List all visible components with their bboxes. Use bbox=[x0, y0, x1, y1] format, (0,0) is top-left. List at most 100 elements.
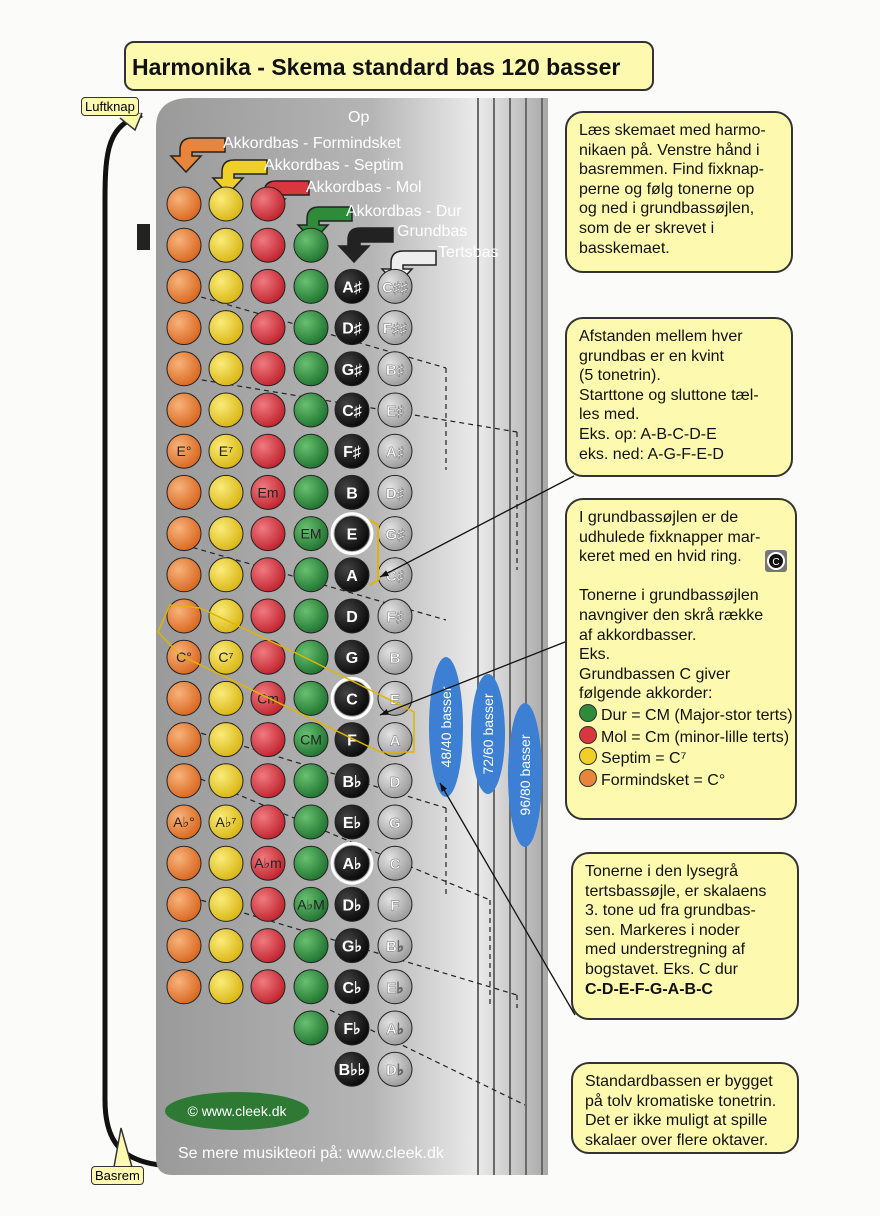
legend-dur: Dur = CM (Major-stor terts) bbox=[579, 703, 793, 726]
formindsket-arrow-icon bbox=[169, 137, 226, 174]
dur-button bbox=[293, 969, 329, 1005]
dur-button bbox=[293, 804, 329, 840]
basrem-pointer bbox=[113, 1127, 133, 1168]
tertsbas-note: D♯ bbox=[386, 485, 405, 502]
mol-button bbox=[250, 474, 286, 510]
septim-button bbox=[208, 433, 244, 469]
tertsbas-note: F bbox=[390, 897, 399, 914]
formindsket-dot-icon bbox=[579, 768, 597, 787]
legend-text: Formindsket = C° bbox=[601, 771, 726, 789]
callout-line: Det er ikke muligt at spille bbox=[585, 1112, 768, 1130]
septim-label: Akkordbas - Septim bbox=[264, 157, 404, 174]
tertsbas-note: A♯ bbox=[386, 444, 405, 461]
tertsbas-button bbox=[377, 1010, 413, 1046]
grundbas-button bbox=[334, 928, 370, 964]
mol-button bbox=[250, 392, 286, 428]
callout-line: C-D-E-F-G-A-B-C bbox=[585, 980, 713, 998]
septim-button bbox=[208, 598, 244, 634]
copyright-text: © www.cleek.dk bbox=[187, 1103, 287, 1119]
grundbas-note: B♭ bbox=[342, 774, 361, 791]
footer-text: Se mere musikteori på: www.cleek.dk bbox=[178, 1144, 445, 1162]
callout-line: følgende akkorder: bbox=[579, 685, 713, 703]
page-title: Harmonika - Skema standard bas 120 basse… bbox=[132, 54, 621, 80]
dur-button bbox=[293, 845, 329, 881]
septim-chord-label: C⁷ bbox=[218, 649, 233, 665]
tertsbas-note: A♭ bbox=[386, 1021, 404, 1038]
luftknap-marker bbox=[137, 224, 150, 250]
callout-line: Eks. op: A-B-C-D-E bbox=[579, 425, 717, 443]
septim-button bbox=[208, 351, 244, 387]
dur-button bbox=[293, 928, 329, 964]
grundbas-note: B♭♭ bbox=[339, 1062, 366, 1079]
formindsket-button bbox=[166, 928, 202, 964]
septim-button bbox=[208, 557, 244, 593]
dur-button bbox=[293, 516, 329, 552]
tertsbas-button bbox=[377, 639, 413, 675]
grundbas-button bbox=[334, 433, 370, 469]
legend-text: Dur = CM (Major-stor terts) bbox=[601, 706, 793, 724]
tertsbas-button bbox=[377, 845, 413, 881]
grundbas-note: D♭ bbox=[342, 897, 361, 914]
callout-line: Eks. bbox=[579, 646, 611, 664]
formindsket-button bbox=[166, 763, 202, 799]
septim-button bbox=[208, 804, 244, 840]
pointer-fixknapper bbox=[379, 475, 575, 578]
grundbas-note: B bbox=[346, 485, 358, 502]
formindsket-label: Akkordbas - Formindsket bbox=[223, 135, 401, 152]
grundbas-button bbox=[334, 516, 370, 552]
formindsket-button bbox=[166, 186, 202, 222]
grundbas-button bbox=[334, 722, 370, 758]
e-bracket bbox=[369, 519, 379, 586]
mol-button bbox=[250, 928, 286, 964]
formindsket-button bbox=[166, 310, 202, 346]
tertsbas-button bbox=[377, 598, 413, 634]
tertsbas-label: Tertsbas bbox=[438, 244, 498, 261]
grundbas-button bbox=[334, 598, 370, 634]
callout-line: sen. Markeres i noder bbox=[585, 921, 740, 939]
dur-label: Akkordbas - Dur bbox=[346, 203, 462, 220]
septim-chord-label: A♭⁷ bbox=[215, 814, 236, 830]
grundbas-note: F bbox=[347, 733, 357, 750]
strap-line bbox=[102, 112, 161, 1168]
callout-fixknapper: I grundbassøjlen er de udhulede fixknapp… bbox=[565, 498, 797, 820]
tertsbas-button bbox=[377, 351, 413, 387]
formindsket-button bbox=[166, 351, 202, 387]
pill-72 bbox=[471, 674, 505, 794]
tertsbas-button bbox=[377, 969, 413, 1005]
mol-button bbox=[250, 598, 286, 634]
formindsket-button bbox=[166, 804, 202, 840]
septim-button bbox=[208, 392, 244, 428]
callout-line: af akkordbasser. bbox=[579, 626, 697, 644]
pill-72-label: 72/60 basser bbox=[480, 693, 496, 774]
legend-septim: Septim = C⁷ bbox=[579, 747, 787, 769]
tertsbas-note: D♭ bbox=[386, 1062, 404, 1079]
tertsbas-note: C bbox=[390, 856, 401, 873]
dur-button bbox=[293, 227, 329, 263]
callout-line: skalaer over flere oktaver. bbox=[585, 1131, 769, 1149]
grundbas-note: D bbox=[346, 609, 358, 626]
grundbas-button bbox=[334, 845, 370, 881]
callout-line: bogstavet. Eks. C dur bbox=[585, 960, 738, 978]
dur-dot-icon bbox=[579, 703, 597, 722]
septim-button bbox=[208, 845, 244, 881]
grundbas-note: A bbox=[346, 568, 358, 585]
formindsket-chord-label: A♭° bbox=[173, 814, 195, 830]
mol-chord-label: A♭m bbox=[254, 855, 282, 871]
tertsbas-button bbox=[377, 433, 413, 469]
legend-formindsket: Formindsket = C° bbox=[579, 768, 787, 791]
formindsket-button bbox=[166, 969, 202, 1005]
tertsbas-note: A bbox=[390, 733, 401, 750]
callout-line: keret med en hvid ring. bbox=[579, 548, 742, 566]
tertsbas-note: B bbox=[390, 650, 401, 667]
fixknap-ring bbox=[330, 676, 374, 720]
septim-button bbox=[208, 516, 244, 552]
grundbas-note: C♯ bbox=[342, 403, 362, 420]
formindsket-button bbox=[166, 886, 202, 922]
dur-button bbox=[293, 268, 329, 304]
op-label: Op bbox=[348, 109, 369, 126]
tertsbas-note: B♯ bbox=[386, 362, 405, 379]
septim-button bbox=[208, 268, 244, 304]
dur-button bbox=[293, 392, 329, 428]
mol-dot-icon bbox=[579, 725, 597, 744]
